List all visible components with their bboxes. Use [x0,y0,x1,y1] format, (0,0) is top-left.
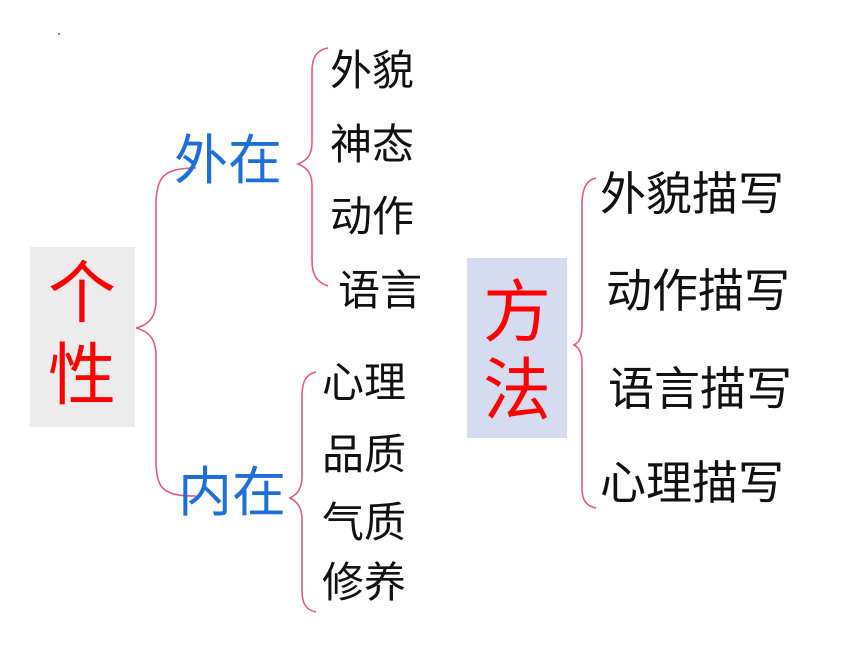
branch-label-waizai: 外在 [174,129,282,192]
neizai-item-3: 气质 [322,498,407,547]
root-char-2: 性 [48,337,117,416]
waizai-item-3: 动作 [330,192,415,241]
neizai-item-1: 心理 [322,358,407,407]
method-item-4: 心理描写 [600,456,784,510]
neizai-item-4: 修养 [322,558,407,607]
waizai-item-4: 语言 [338,266,423,315]
root-box-fangfa: 方 法 [467,258,567,438]
waizai-item-1: 外貌 [330,46,415,95]
method-item-1: 外貌描写 [600,167,784,221]
root-char-1: 个 [48,255,117,334]
method-char-2: 法 [483,352,552,431]
decor-dot [58,33,60,35]
branch-label-neizai: 内在 [178,461,286,524]
method-char-1: 方 [483,274,552,353]
method-item-2: 动作描写 [606,264,790,318]
method-item-3: 语言描写 [608,362,792,416]
neizai-item-2: 品质 [322,430,407,479]
root-box-gexing: 个 性 [30,247,135,427]
brace-neizai [288,371,317,613]
brace-main [135,167,197,497]
brace-right [572,177,597,509]
brace-waizai [295,47,329,287]
waizai-item-2: 神态 [330,120,415,169]
